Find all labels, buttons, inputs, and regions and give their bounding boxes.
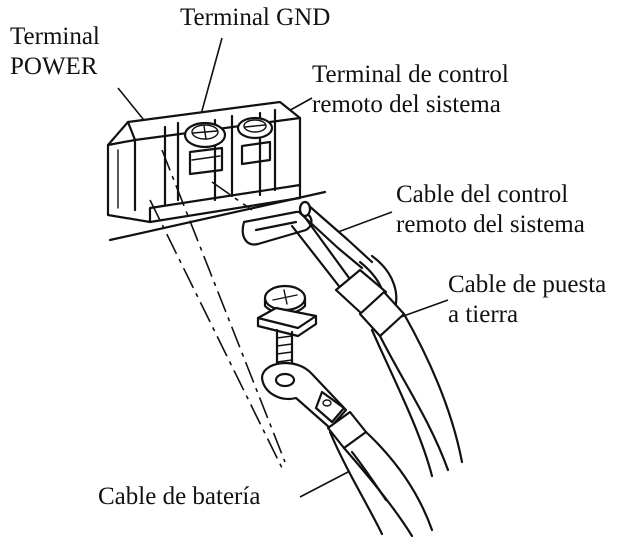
leader-remote-cable: [337, 211, 393, 233]
label-cable-ground: Cable de puesta a tierra: [448, 270, 606, 330]
label-cable-remote: Cable del control remoto del sistema: [396, 180, 585, 240]
separator-line: [108, 190, 327, 242]
battery-cable: [326, 410, 434, 538]
remote-screw-icon: [236, 116, 274, 166]
label-terminal-remote-line2: remoto del sistema: [312, 91, 501, 118]
leader-gnd: [199, 37, 223, 119]
ground-cable: [334, 268, 464, 478]
leader-battery-cable: [299, 471, 349, 498]
mounting-screw-icon: [256, 284, 318, 370]
label-cable-ground-line1: Cable de puesta: [448, 271, 607, 298]
label-terminal-power: Terminal POWER: [10, 22, 100, 82]
label-terminal-power-line1: Terminal: [10, 23, 100, 50]
label-cable-battery-text: Cable de batería: [98, 483, 261, 510]
leader-ground-cable: [397, 299, 449, 319]
label-cable-ground-line2: a tierra: [448, 301, 519, 328]
label-cable-battery: Cable de batería: [98, 482, 260, 512]
gnd-screw-icon: [183, 121, 227, 176]
label-terminal-gnd-text: Terminal GND: [180, 4, 331, 31]
label-terminal-remote: Terminal de control remoto del sistema: [312, 60, 509, 120]
alignment-lines: [149, 149, 286, 471]
label-cable-remote-line1: Cable del control: [396, 181, 569, 208]
label-terminal-remote-line1: Terminal de control: [312, 61, 509, 88]
battery-ring-terminal: [260, 361, 348, 430]
label-terminal-power-line2: POWER: [10, 53, 98, 80]
label-terminal-gnd: Terminal GND: [180, 3, 330, 33]
ground-fork-terminal: [241, 210, 354, 292]
label-cable-remote-line2: remoto del sistema: [396, 211, 585, 238]
